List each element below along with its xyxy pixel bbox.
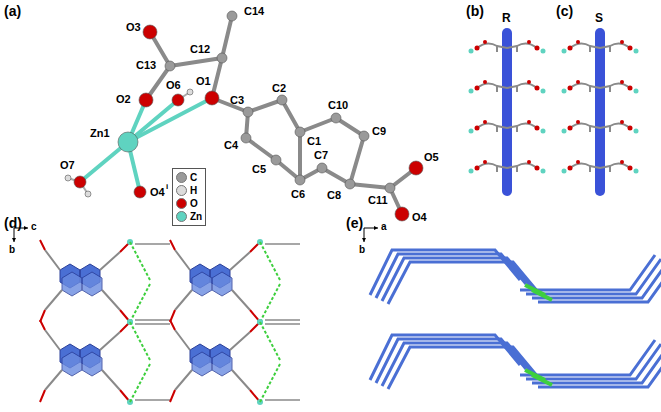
legend-text: H xyxy=(190,184,197,197)
legend-row: O xyxy=(176,197,202,210)
atom-label: O2 xyxy=(116,94,131,105)
atom-label: C6 xyxy=(291,189,305,200)
atom-label: C1 xyxy=(307,136,321,147)
atom-label: (e) xyxy=(346,216,363,230)
atom-label: c xyxy=(31,222,37,232)
legend-text: O xyxy=(190,197,198,210)
atom-label: R xyxy=(502,12,511,24)
atom-label: C14 xyxy=(244,6,264,17)
legend-row: H xyxy=(176,184,202,197)
legend-text: Zn xyxy=(190,210,202,223)
atom-label: i xyxy=(166,183,168,191)
atom-label: (c) xyxy=(556,4,573,18)
atom-label: C2 xyxy=(272,83,286,94)
atom-label: C9 xyxy=(372,126,386,137)
legend-row: C xyxy=(176,171,202,184)
atom-label: C7 xyxy=(314,150,328,161)
atom-label: (d) xyxy=(4,216,22,230)
atom-legend: CHOZn xyxy=(172,168,206,226)
atom-label: a xyxy=(381,222,387,232)
legend-text: C xyxy=(190,171,197,184)
atom-label: (a) xyxy=(4,4,21,18)
atom-label: C5 xyxy=(252,164,266,175)
atom-label: O4 xyxy=(150,187,165,198)
atom-label: C3 xyxy=(230,95,244,106)
atom-label: b xyxy=(9,245,15,255)
atom-label: O5 xyxy=(424,152,439,163)
atom-label: b xyxy=(359,245,365,255)
atom-label: O6 xyxy=(166,80,181,91)
atom-label: C11 xyxy=(368,195,388,206)
atom-label: Zn1 xyxy=(90,128,110,139)
atom-label: C8 xyxy=(327,190,341,201)
atom-label: O4 xyxy=(412,212,427,223)
legend-swatch xyxy=(176,211,187,222)
atom-label: O3 xyxy=(126,22,141,33)
atom-label: C13 xyxy=(136,60,156,71)
atom-label: O7 xyxy=(60,160,75,171)
legend-row: Zn xyxy=(176,210,202,223)
atom-label: (b) xyxy=(466,4,484,18)
atom-label: C4 xyxy=(224,140,238,151)
legend-swatch xyxy=(176,198,187,209)
atom-label: O1 xyxy=(196,76,211,87)
atom-label: C10 xyxy=(328,100,348,111)
atom-label: C12 xyxy=(190,44,210,55)
legend-swatch xyxy=(176,172,187,183)
atom-label: S xyxy=(595,12,603,24)
legend-swatch xyxy=(176,185,187,196)
